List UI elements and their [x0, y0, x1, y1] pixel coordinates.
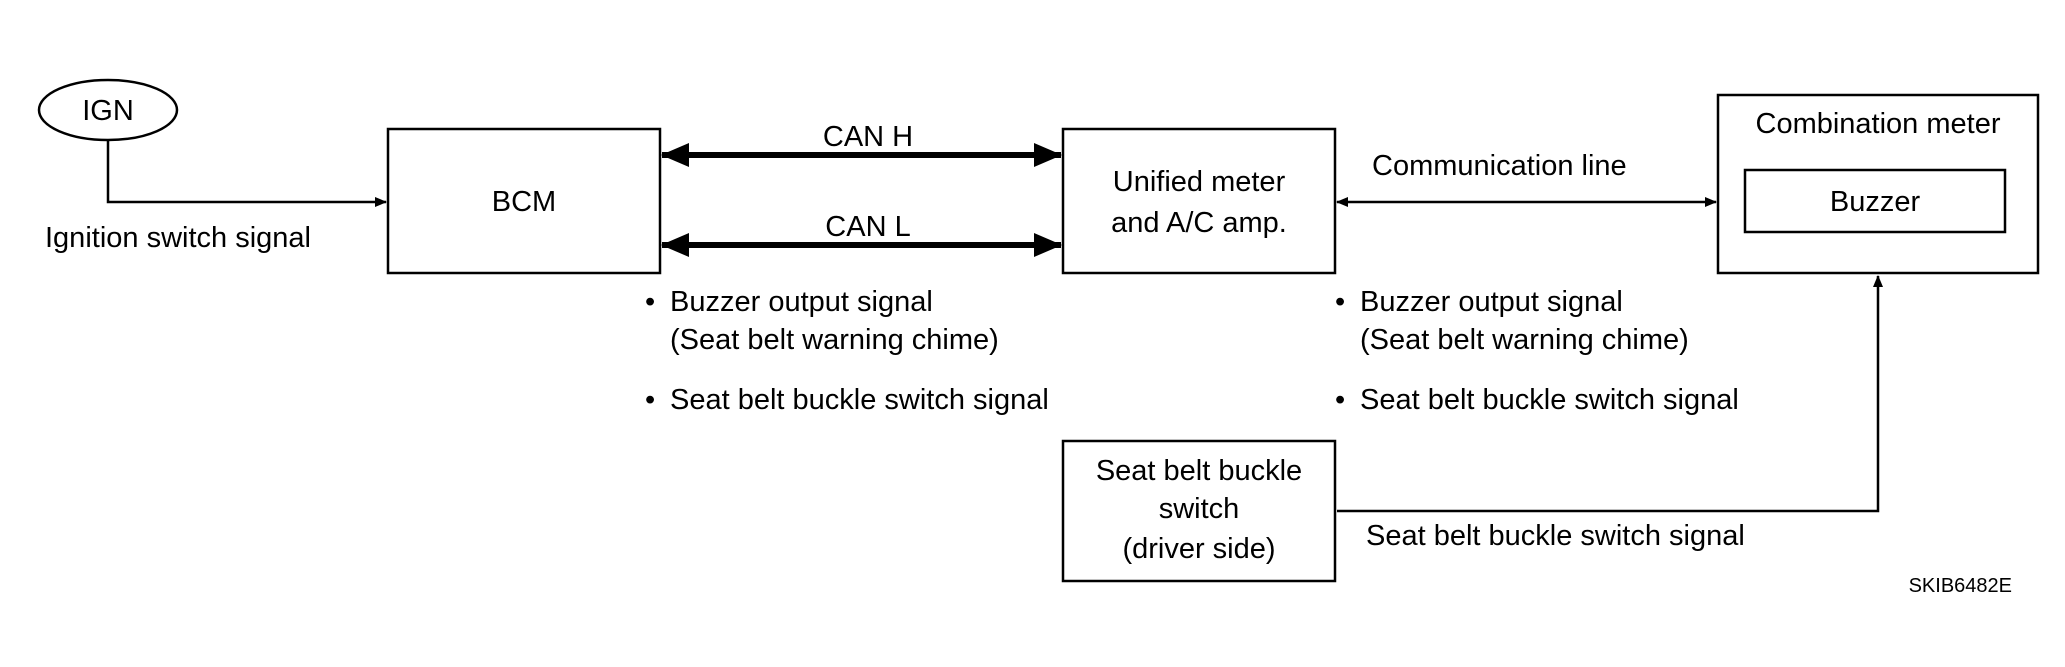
combination-meter-label: Combination meter	[1756, 108, 2001, 140]
buzzer-box	[1743, 168, 2007, 234]
can-note-buzzer-output-sub: (Seat belt warning chime)	[670, 324, 999, 356]
can-note-buzzer-output: Buzzer output signal	[670, 286, 933, 318]
seat-switch-label-line1: Seat belt buckle	[1096, 455, 1302, 487]
comm-note-buckle-signal: Seat belt buckle switch signal	[1360, 384, 1739, 416]
seat-switch-label-line2: switch	[1159, 493, 1240, 525]
seat-belt-switch-node: Seat belt buckle switch (driver side)	[1061, 439, 1337, 583]
ignition-signal-line	[106, 140, 387, 207]
comm-note-buzzer-output-sub: (Seat belt warning chime)	[1360, 324, 1689, 356]
can-l-label: CAN L	[825, 211, 910, 243]
ign-node: IGN	[37, 78, 179, 142]
seat-belt-signal-line	[1337, 275, 1883, 513]
ign-label: IGN	[82, 95, 134, 127]
comm-note-buzzer-output: Buzzer output signal	[1360, 286, 1623, 318]
ignition-signal-label: Ignition switch signal	[45, 222, 311, 254]
can-h-label: CAN H	[823, 121, 913, 153]
unified-meter-label-line1: Unified meter	[1113, 166, 1286, 198]
communication-line-label: Communication line	[1372, 150, 1627, 182]
can-note-bullet-2: •	[645, 384, 655, 416]
bcm-node: BCM	[386, 127, 662, 275]
comm-note-bullet-1: •	[1335, 286, 1345, 318]
can-note-bullet-1: •	[645, 286, 655, 318]
comm-notes: • Buzzer output signal (Seat belt warnin…	[1335, 286, 1739, 416]
unified-meter-node: Unified meter and A/C amp.	[1061, 127, 1337, 275]
unified-meter-label-line2: and A/C amp.	[1111, 207, 1287, 239]
comm-note-bullet-2: •	[1335, 384, 1345, 416]
can-notes: • Buzzer output signal (Seat belt warnin…	[645, 286, 1049, 416]
figure-code: SKIB6482E	[1909, 575, 2012, 597]
buzzer-label: Buzzer	[1830, 186, 1921, 218]
can-note-buckle-signal: Seat belt buckle switch signal	[670, 384, 1049, 416]
seat-belt-signal-label: Seat belt buckle switch signal	[1366, 520, 1745, 552]
seat-switch-label-line3: (driver side)	[1122, 533, 1275, 565]
bcm-label: BCM	[492, 186, 556, 218]
combination-meter-node: Combination meter Buzzer	[1716, 93, 2040, 275]
